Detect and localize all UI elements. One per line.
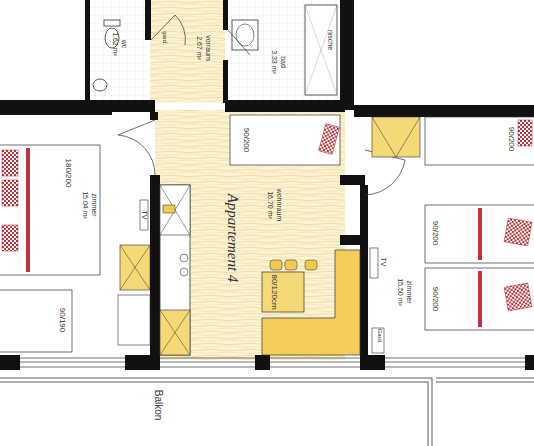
table-box: 80/120cm — [262, 272, 304, 312]
room-label: 16.70 m² — [267, 191, 274, 219]
room-label: Gard. — [377, 328, 383, 343]
room-label: wohnraum — [276, 189, 283, 222]
size-label: 90/200 — [507, 127, 515, 151]
room-label: 1.62 m² — [112, 32, 119, 56]
size-label: 90/200 — [431, 287, 439, 311]
size-label: 180/200 — [64, 159, 72, 188]
room-label: 3.33 m² — [271, 50, 278, 74]
room-label: 15.04 m² — [82, 191, 89, 219]
bed-box: 90/200 — [425, 205, 534, 263]
area-label: Balkon — [153, 390, 163, 421]
room-label: wc — [121, 40, 128, 49]
room-label: TV — [141, 211, 148, 220]
bed-box: 90/190 — [0, 290, 72, 352]
room-label: zimmer — [91, 194, 98, 217]
room-label: 2.67 m² — [196, 36, 203, 60]
bed-box: 90/200 — [425, 268, 534, 330]
room-label: 15.50 m² — [397, 278, 404, 306]
room-label: vorraum — [205, 35, 212, 61]
room-label: zimmer — [406, 281, 413, 304]
bed-box: 90/200 — [425, 117, 534, 165]
size-label: 90/200 — [242, 128, 250, 152]
size-label: 80/120cm — [270, 274, 278, 309]
room-label: nische — [327, 30, 334, 50]
room-label: gard. — [162, 31, 168, 45]
size-label: 90/200 — [431, 221, 439, 245]
room-label: TV — [380, 258, 387, 267]
size-label: 90/190 — [58, 308, 66, 332]
room-label: bad — [280, 56, 287, 68]
unit-title: Appartement 4 — [225, 194, 240, 283]
bed-box: 90/200 — [230, 115, 340, 165]
